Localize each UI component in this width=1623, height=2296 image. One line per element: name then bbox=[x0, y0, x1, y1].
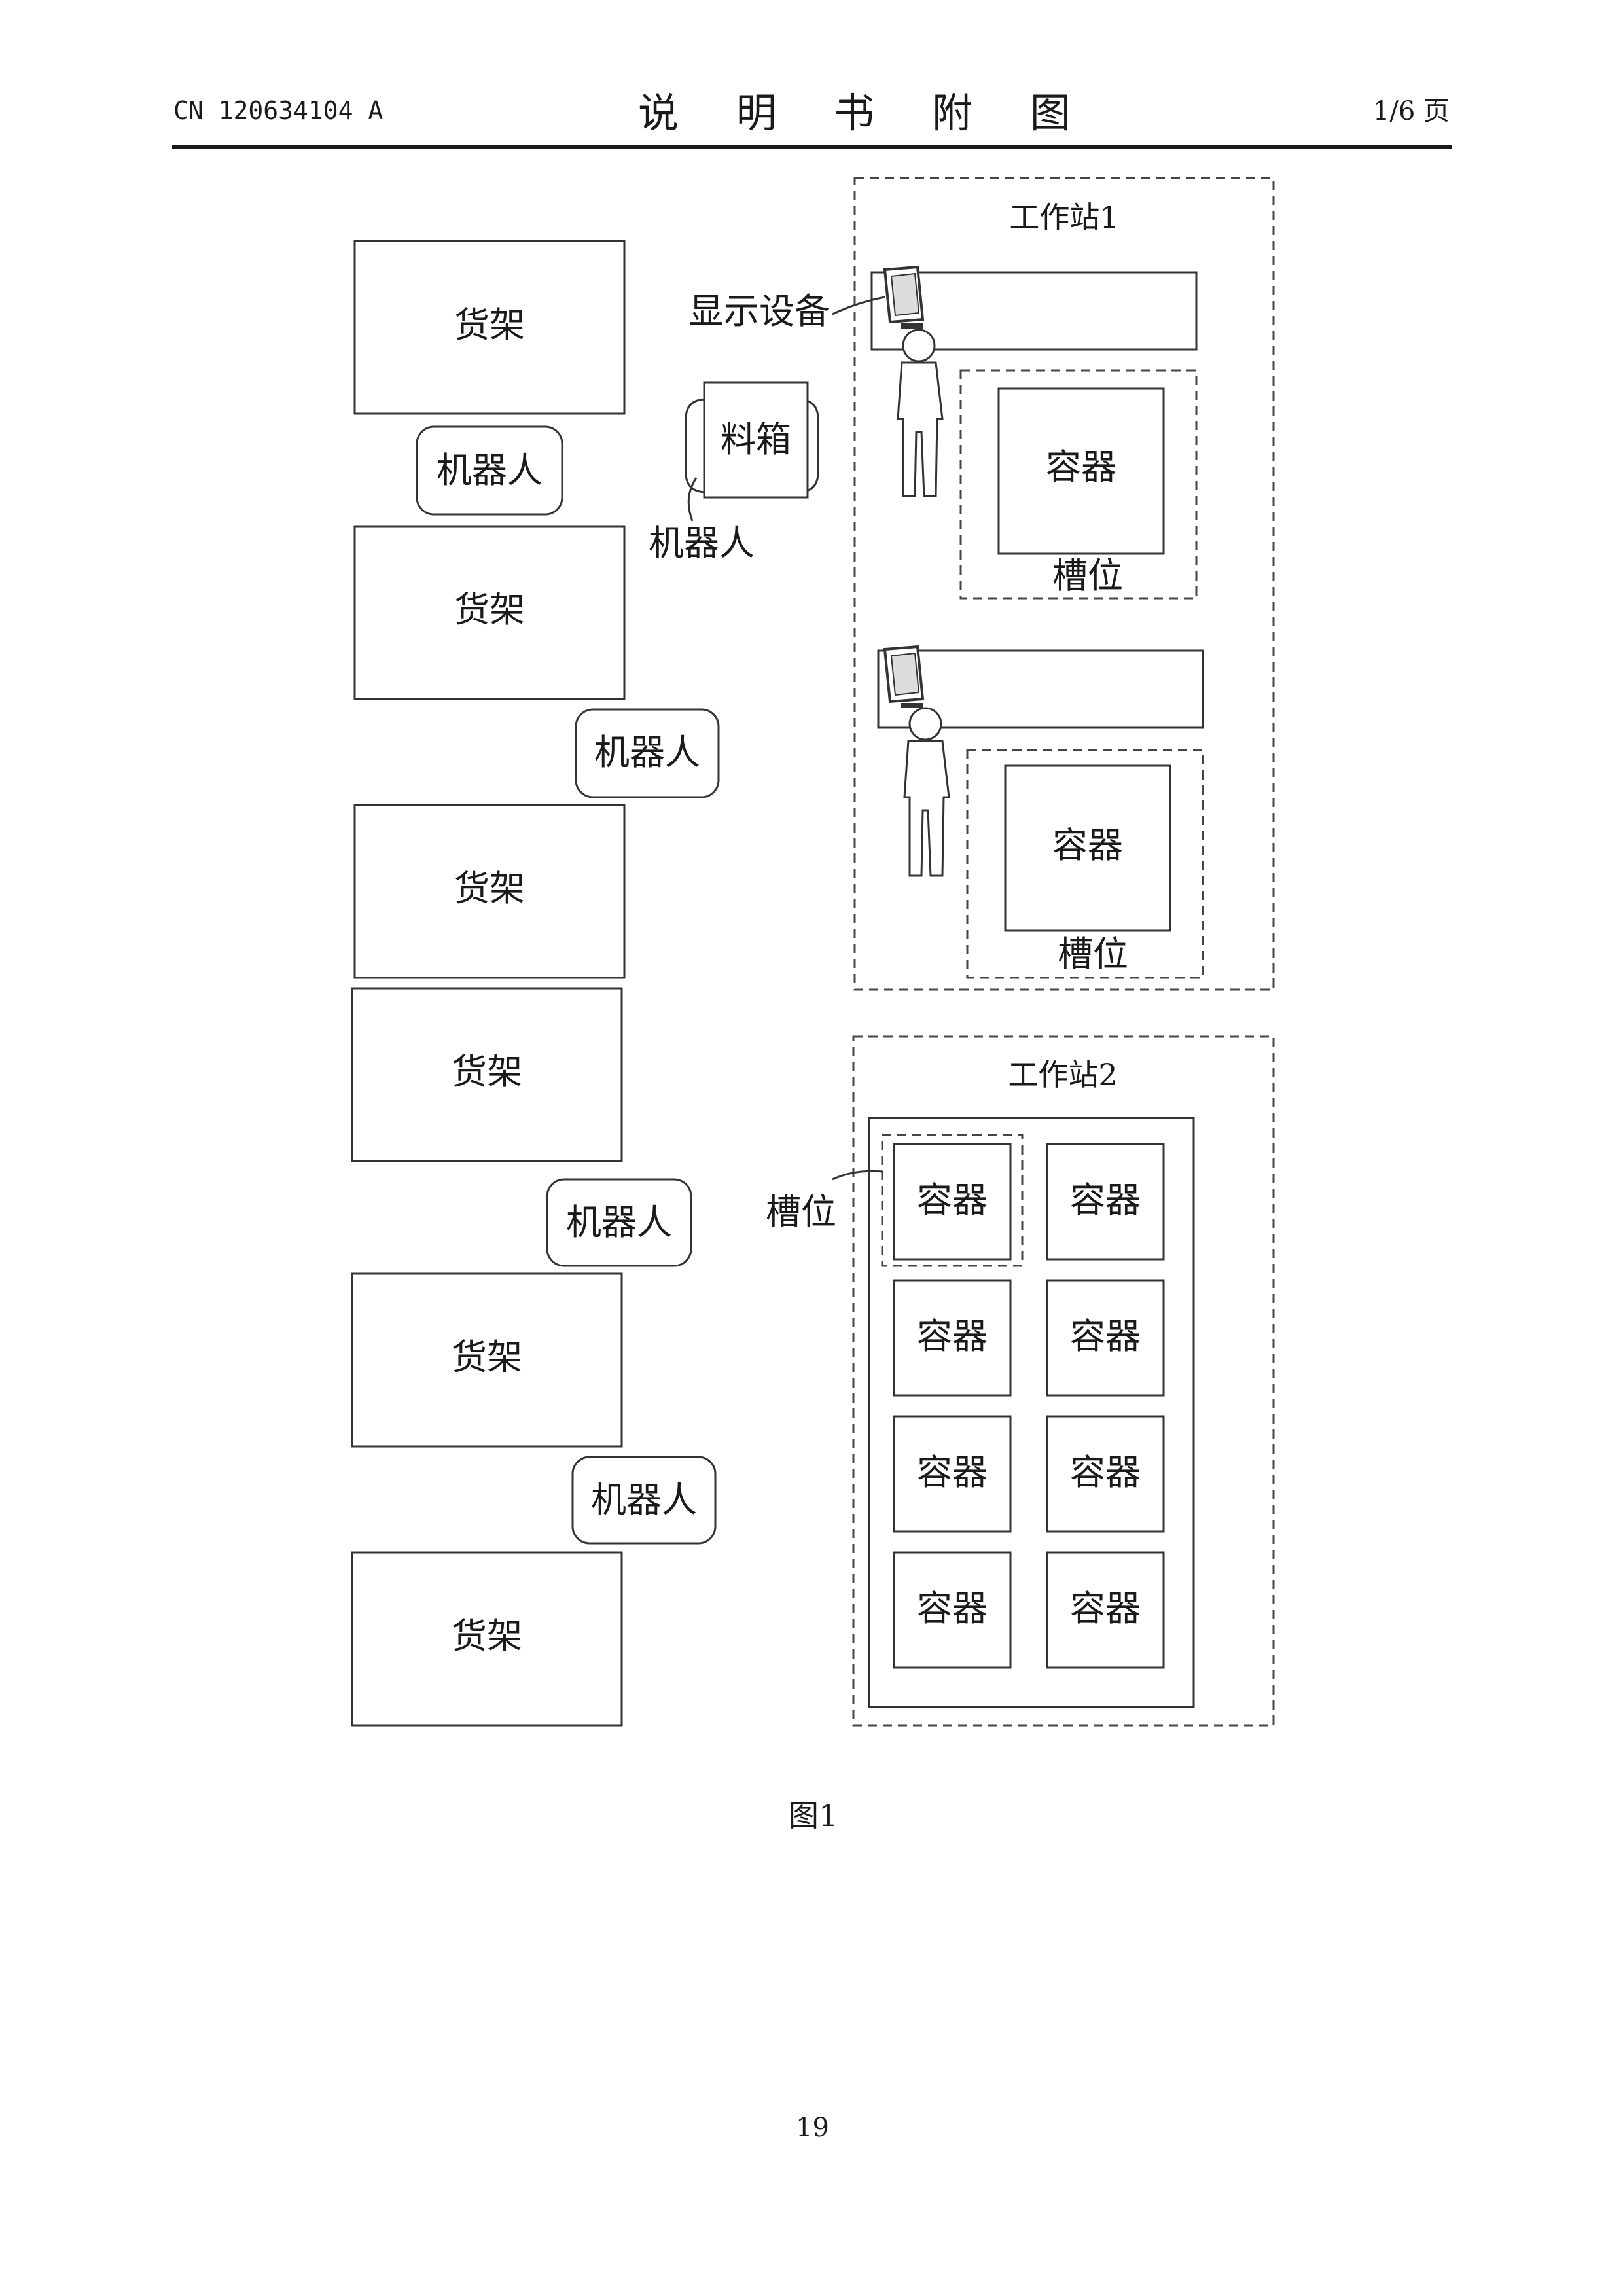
container-label: 容器 bbox=[917, 1588, 988, 1629]
container-label: 容器 bbox=[1070, 1316, 1141, 1357]
bin-label: 料箱 bbox=[721, 419, 791, 460]
display-label: 显示设备 bbox=[688, 291, 830, 332]
slot-label: 槽位 bbox=[1058, 933, 1128, 975]
workstation-2: 工作站2 槽位 容器 容器 容器 容器 容器 容器 bbox=[766, 1037, 1274, 1725]
monitor-icon bbox=[885, 267, 923, 329]
robot: 机器人 bbox=[417, 427, 562, 514]
robot-with-bin: 料箱 机器人 bbox=[649, 382, 818, 564]
container-label: 容器 bbox=[1046, 446, 1116, 488]
robot-label: 机器人 bbox=[566, 1202, 672, 1243]
container-label: 容器 bbox=[917, 1452, 988, 1493]
shelf: 货架 bbox=[352, 1552, 622, 1725]
figure-caption: 图1 bbox=[789, 1792, 838, 1835]
container: 容器 bbox=[894, 1416, 1010, 1532]
container: 容器 bbox=[1047, 1280, 1164, 1395]
container: 容器 bbox=[1047, 1552, 1164, 1668]
container-label: 容器 bbox=[1052, 825, 1123, 866]
workstation2-label: 工作站2 bbox=[1008, 1057, 1117, 1092]
robot: 机器人 bbox=[573, 1457, 715, 1543]
robot-label: 机器人 bbox=[649, 522, 755, 564]
page-number: 19 bbox=[796, 2113, 829, 2143]
robot-label: 机器人 bbox=[437, 450, 543, 491]
shelf-label: 货架 bbox=[452, 1051, 522, 1092]
shelf-label: 货架 bbox=[454, 868, 525, 909]
container: 容器 bbox=[894, 1144, 1010, 1259]
shelf-label: 货架 bbox=[452, 1615, 522, 1657]
shelf-label: 货架 bbox=[454, 304, 525, 346]
container: 容器 bbox=[1047, 1144, 1164, 1259]
container-label: 容器 bbox=[917, 1179, 988, 1221]
container-label: 容器 bbox=[1070, 1452, 1141, 1493]
slot-label: 槽位 bbox=[1052, 555, 1123, 596]
container: 容器 bbox=[894, 1280, 1010, 1395]
workstation1-label: 工作站1 bbox=[1009, 200, 1118, 235]
container: 容器 bbox=[894, 1552, 1010, 1668]
shelf: 货架 bbox=[355, 241, 624, 414]
container: 容器 bbox=[1047, 1416, 1164, 1532]
shelf-label: 货架 bbox=[454, 589, 525, 630]
shelf: 货架 bbox=[355, 805, 624, 978]
shelf: 货架 bbox=[352, 1274, 622, 1446]
shelf: 货架 bbox=[355, 526, 624, 699]
shelf-label: 货架 bbox=[452, 1336, 522, 1378]
container-label: 容器 bbox=[917, 1316, 988, 1357]
slot-label: 槽位 bbox=[766, 1191, 836, 1232]
robot-label: 机器人 bbox=[594, 732, 700, 773]
shelf: 货架 bbox=[352, 988, 622, 1161]
robot-label: 机器人 bbox=[591, 1479, 697, 1520]
container-label: 容器 bbox=[1070, 1179, 1141, 1221]
monitor-icon bbox=[885, 647, 923, 708]
workstation-1: 工作站1 显示设备 容器 槽位 容器 槽位 bbox=[688, 178, 1274, 990]
robot: 机器人 bbox=[547, 1179, 691, 1266]
container-label: 容器 bbox=[1070, 1588, 1141, 1629]
person-icon bbox=[898, 330, 942, 496]
robot: 机器人 bbox=[576, 709, 719, 797]
person-icon bbox=[904, 708, 949, 876]
